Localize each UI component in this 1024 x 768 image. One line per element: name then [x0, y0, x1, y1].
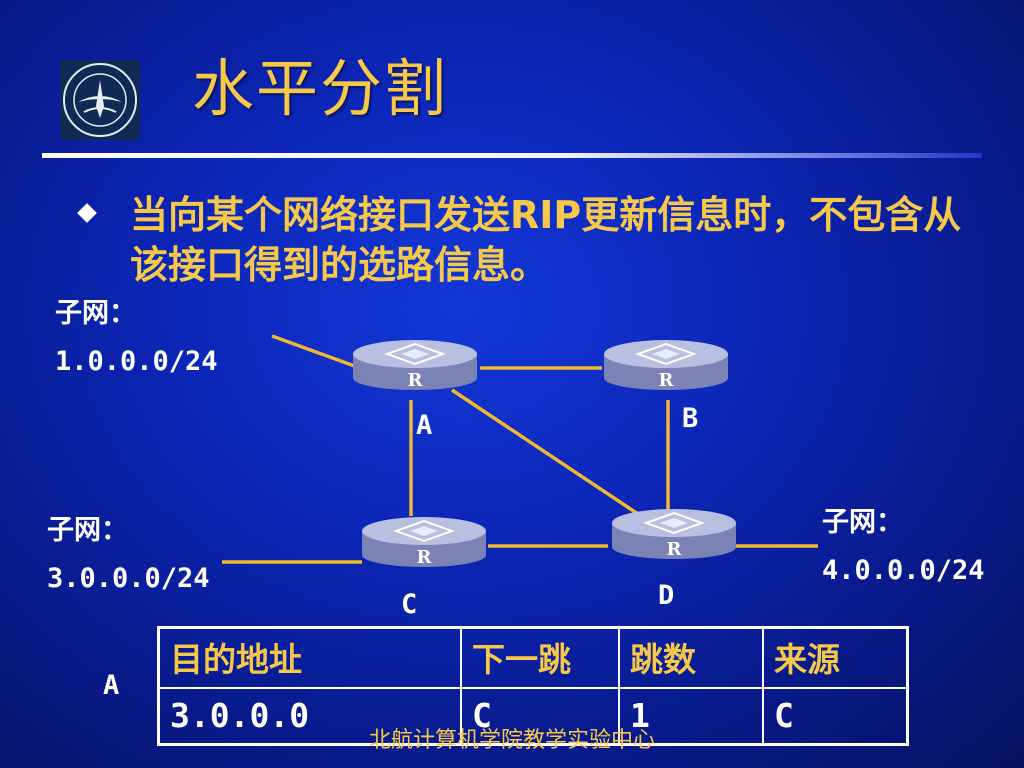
cell-source: C — [762, 687, 909, 746]
header-next-hop: 下一跳 — [460, 626, 620, 689]
router-a-label: A — [416, 410, 433, 441]
slide-title: 水平分割 — [192, 52, 449, 125]
cell-next-hop: C — [460, 687, 620, 746]
router-d-icon: R — [612, 509, 736, 560]
subnet-4-caption: 子网： — [822, 507, 903, 538]
router-b-label: B — [682, 403, 699, 434]
header-hop-count: 跳数 — [618, 626, 764, 689]
router-a-icon-letter: R — [408, 370, 424, 391]
subnet-4-address: 4.0.0.0/24 — [822, 555, 985, 586]
cell-destination: 3.0.0.0 — [157, 687, 462, 746]
routing-table: 目的地址 下一跳 跳数 来源 3.0.0.0 C 1 C — [157, 626, 909, 746]
footer-text: 北航计算机学院教学实验中心 — [368, 728, 655, 753]
header-source: 来源 — [762, 626, 909, 689]
router-d-label: D — [658, 580, 675, 611]
router-c-icon: R — [362, 517, 486, 568]
link-subnet1-a — [271, 334, 361, 370]
header-destination: 目的地址 — [157, 626, 462, 689]
bullet-text: 当向某个网络接口发送RIP更新信息时，不包含从该接口得到的选路信息。 — [130, 193, 962, 287]
routing-table-owner: A — [103, 670, 120, 701]
router-c-label: C — [401, 589, 418, 620]
subnet-1-address: 1.0.0.0/24 — [55, 346, 218, 377]
title-divider — [42, 153, 982, 158]
link-a-d — [451, 388, 645, 520]
router-c-icon-letter: R — [417, 547, 433, 568]
router-b-icon: R — [604, 340, 728, 391]
router-d-icon-letter: R — [667, 539, 683, 560]
subnet-3-caption: 子网： — [47, 515, 128, 546]
subnet-3-address: 3.0.0.0/24 — [47, 563, 210, 594]
table-row: 3.0.0.0 C 1 C — [157, 687, 909, 746]
cell-hop-count: 1 — [618, 687, 764, 746]
routing-table-header: 目的地址 下一跳 跳数 来源 — [157, 626, 909, 689]
subnet-1-caption: 子网： — [55, 298, 136, 329]
router-a-icon: R — [353, 340, 477, 391]
router-b-icon-letter: R — [659, 370, 675, 391]
university-logo — [60, 60, 140, 140]
